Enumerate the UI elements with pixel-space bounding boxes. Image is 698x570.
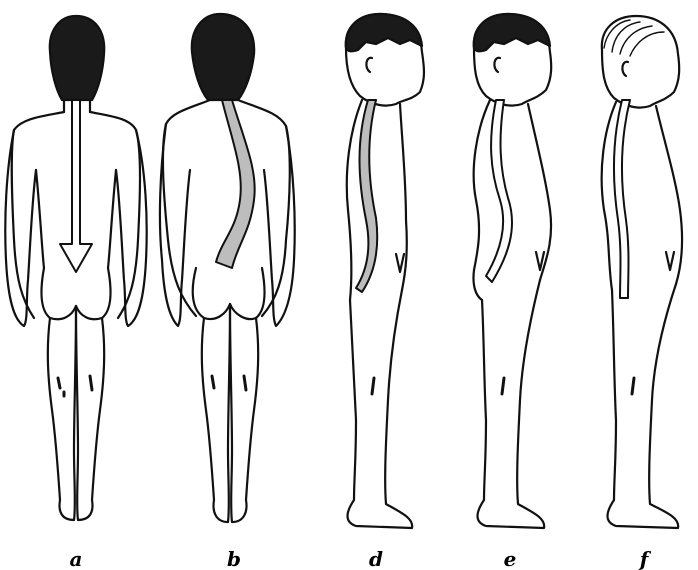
figure-f-legs (608, 284, 679, 528)
figure-d-body-outline (347, 100, 407, 300)
figure-f-knee-marks (632, 378, 634, 394)
figure-d-hair (346, 14, 422, 51)
label-f: f (638, 547, 652, 570)
figure-f-hair-lines (604, 20, 664, 56)
figure-b-back-view (160, 14, 295, 522)
figure-d-side-view (346, 14, 424, 528)
label-e: e (504, 547, 517, 570)
figure-f-hand (666, 252, 674, 270)
figure-e-knee-marks (502, 378, 504, 394)
figure-b-curved-spine (216, 100, 255, 268)
figure-b-right-arm (264, 126, 295, 326)
figure-a-right-arm (116, 130, 147, 326)
figure-b-left-leg (202, 304, 230, 522)
figure-f-spine (614, 100, 630, 298)
figure-d-spine (356, 100, 377, 292)
label-d: d (369, 547, 383, 570)
figure-b-hips (193, 268, 265, 319)
figure-b-right-leg (230, 304, 258, 522)
figure-a-spine-arrow (60, 100, 92, 272)
figure-b-hair (192, 14, 254, 100)
figure-e-side-view (473, 14, 551, 528)
figure-a-left-arm (5, 130, 36, 326)
figure-d-ear (366, 58, 372, 72)
figure-f-side-view (602, 16, 682, 528)
figure-d-hand (396, 254, 404, 272)
label-b: b (227, 547, 241, 570)
figure-a-left-leg (48, 306, 76, 520)
figure-e-legs (478, 280, 545, 528)
label-a: a (70, 547, 83, 570)
figure-a-right-leg (76, 306, 104, 520)
figure-e-spine (486, 100, 512, 282)
figure-e-ear (494, 58, 500, 72)
figure-b-left-arm (160, 124, 190, 326)
figure-e-hair (474, 14, 550, 51)
figure-d-legs (348, 290, 413, 528)
figure-d-knee-marks (372, 378, 374, 394)
figure-a-back-view (5, 16, 146, 520)
figure-a-hair (50, 16, 104, 100)
figure-f-body-outline (602, 102, 682, 290)
figure-f-ear (622, 62, 628, 76)
